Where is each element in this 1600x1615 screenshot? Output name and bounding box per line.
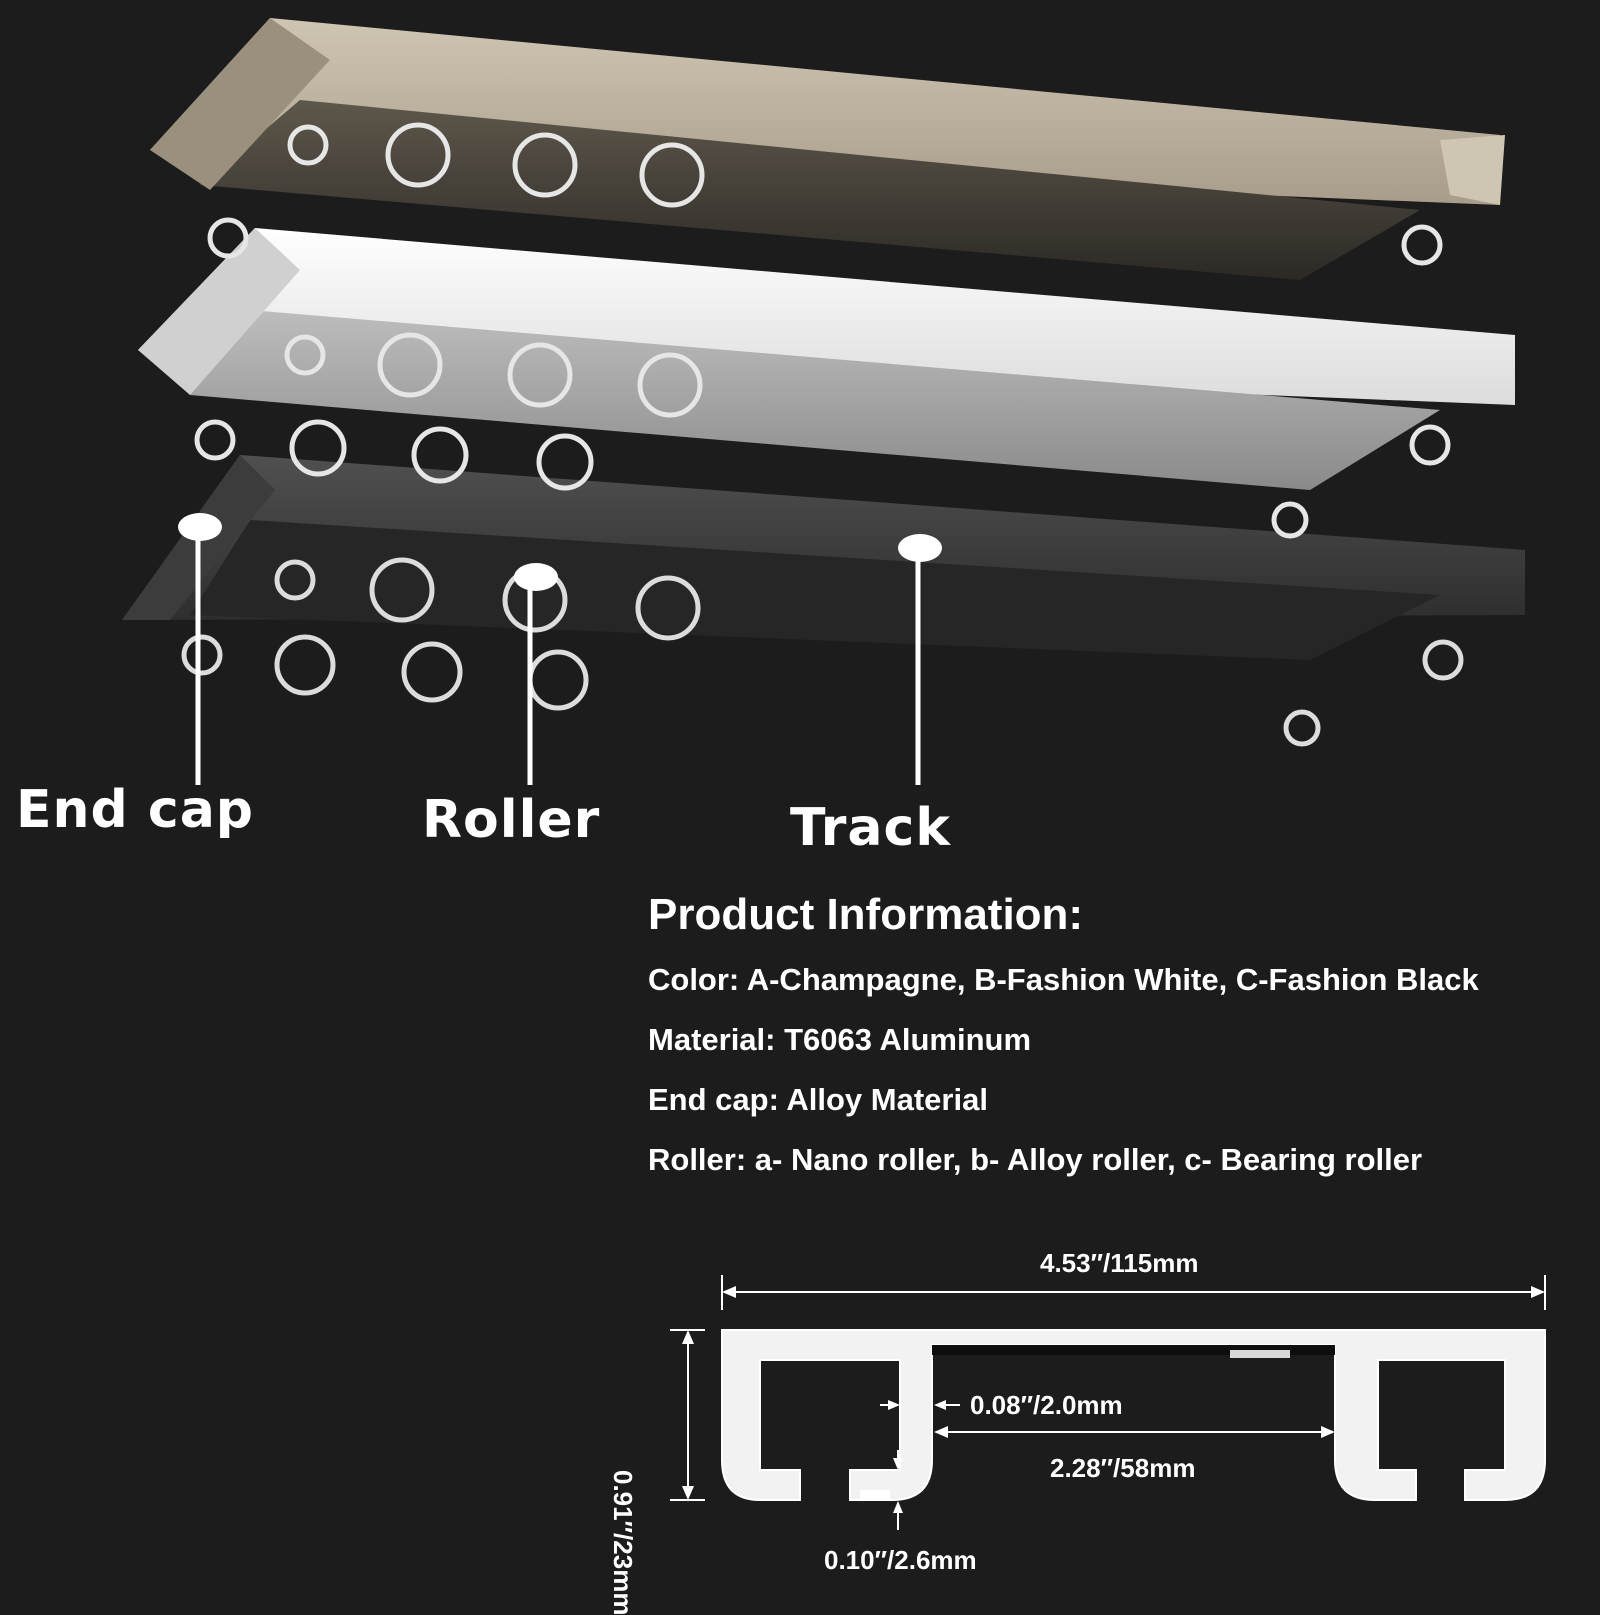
roller-ring xyxy=(401,641,463,703)
roller-pointer-dot xyxy=(514,563,558,591)
gap-arrow-left xyxy=(934,1426,948,1438)
thickness-arrow-left xyxy=(888,1400,900,1410)
champagne-track-channel xyxy=(200,100,1420,280)
champagne-end-cap-right xyxy=(1440,135,1505,205)
track-label: Track xyxy=(790,798,951,858)
track-pointer-dot xyxy=(898,534,942,562)
roller-ring xyxy=(1271,501,1309,539)
lip-dimension-label: 0.10″/2.6mm xyxy=(824,1545,977,1575)
roller-ring xyxy=(1409,424,1451,466)
white-track-channel xyxy=(190,310,1440,490)
roller-ring xyxy=(637,352,703,418)
roller-ring xyxy=(274,634,336,696)
white-rollers xyxy=(194,332,1451,539)
channel-gap-label: 2.28″/58mm xyxy=(1050,1453,1196,1483)
callout-pointers xyxy=(178,513,942,785)
roller-ring xyxy=(207,217,249,259)
roller-label: Roller xyxy=(422,790,601,850)
champagne-track xyxy=(150,18,1505,280)
black-track-channel xyxy=(190,520,1440,660)
profile-lip xyxy=(1230,1350,1290,1358)
white-track xyxy=(138,228,1515,490)
height-arrow-bottom xyxy=(682,1486,694,1500)
roller-ring xyxy=(536,433,594,491)
roller-ring xyxy=(1401,224,1443,266)
end-cap-info: End cap: Alloy Material xyxy=(648,1082,988,1117)
thickness-arrow-right xyxy=(934,1400,946,1410)
gap-arrow-right xyxy=(1321,1426,1335,1438)
roller-ring xyxy=(369,557,435,623)
roller-ring xyxy=(287,124,329,166)
roller-ring xyxy=(385,122,451,188)
end-cap-pointer-dot xyxy=(178,513,222,541)
track-profile xyxy=(721,1329,1546,1501)
height-dimension-label: 0.91″/23mm xyxy=(608,1470,638,1615)
width-arrow-right xyxy=(1531,1286,1545,1298)
width-arrow-left xyxy=(722,1286,736,1298)
roller-ring xyxy=(639,142,705,208)
end-cap-label: End cap xyxy=(16,780,255,840)
roller-ring xyxy=(512,132,578,198)
profile-inner-shadow xyxy=(932,1345,1335,1355)
roller-info: Roller: a- Nano roller, b- Alloy roller,… xyxy=(648,1142,1423,1177)
roller-ring xyxy=(181,634,223,676)
roller-ring xyxy=(194,419,236,461)
roller-ring xyxy=(284,334,326,376)
roller-ring xyxy=(527,649,589,711)
material-info: Material: T6063 Aluminum xyxy=(648,1022,1032,1057)
roller-ring xyxy=(411,426,469,484)
roller-ring xyxy=(1283,709,1321,747)
product-info-heading: Product Information: xyxy=(648,890,1084,939)
wall-thickness-label: 0.08″/2.0mm xyxy=(970,1390,1123,1420)
roller-ring xyxy=(274,559,316,601)
width-dimension-label: 4.53″/115mm xyxy=(1040,1248,1199,1278)
dimension-lines xyxy=(670,1275,1546,1530)
roller-ring xyxy=(507,342,573,408)
roller-ring xyxy=(289,419,347,477)
roller-ring xyxy=(377,332,443,398)
champagne-rollers xyxy=(207,122,1443,266)
profile-lip xyxy=(860,1490,890,1500)
black-rollers xyxy=(181,557,1464,747)
lip-arrow-bottom xyxy=(893,1501,903,1513)
color-info: Color: A-Champagne, B-Fashion White, C-F… xyxy=(648,962,1479,997)
height-arrow-top xyxy=(682,1330,694,1344)
white-end-cap xyxy=(138,228,300,395)
champagne-end-cap xyxy=(150,18,330,190)
roller-ring xyxy=(1422,639,1464,681)
roller-ring xyxy=(635,575,701,641)
lip-arrow-top xyxy=(893,1458,903,1470)
